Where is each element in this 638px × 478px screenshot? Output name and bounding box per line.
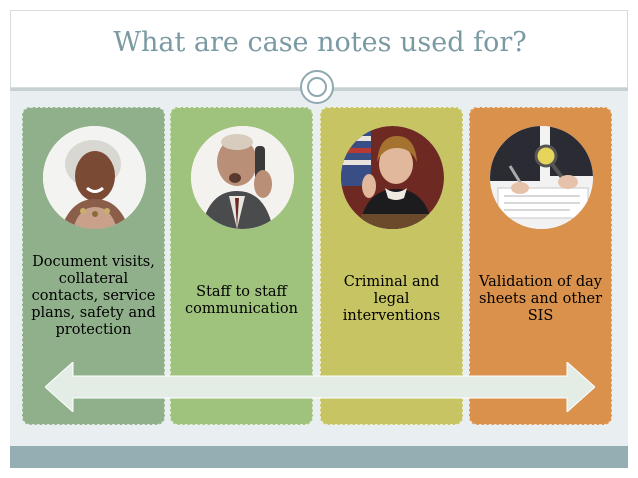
double-arrow-icon — [45, 362, 595, 412]
smiling-woman-photo — [43, 126, 146, 229]
card-validation: Validation of day sheets and other SIS — [469, 107, 612, 425]
card-text: Validation of day sheets and other SIS — [478, 274, 603, 324]
card-text: Staff to staff communication — [185, 284, 298, 317]
card-criminal-legal: Criminal and legal interventions — [320, 107, 463, 425]
slide-title: What are case notes used for? — [113, 27, 527, 58]
circle-ornament-icon — [300, 70, 334, 104]
magnifying-glass-documents-photo — [490, 126, 593, 229]
card-text: Criminal and legal interventions — [342, 274, 441, 324]
slide: What are case notes used for? Document v… — [10, 10, 628, 468]
card-text: Document visits, collateral contacts, se… — [31, 254, 156, 338]
man-on-phone-photo — [191, 126, 294, 229]
judge-photo — [341, 126, 444, 229]
footer-bar — [10, 446, 628, 468]
card-staff-communication: Staff to staff communication — [170, 107, 313, 425]
card-document-visits: Document visits, collateral contacts, se… — [22, 107, 165, 425]
